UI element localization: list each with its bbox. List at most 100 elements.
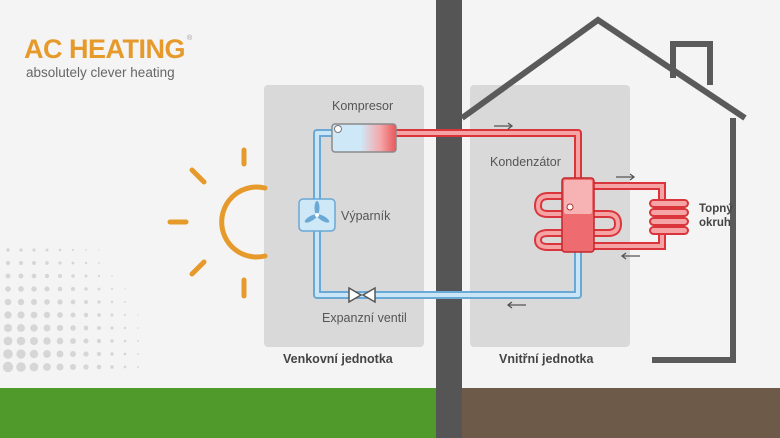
decorative-dot [70, 299, 76, 305]
decorative-dot [18, 273, 24, 279]
decorative-dot [30, 298, 38, 306]
decorative-dot [6, 248, 10, 252]
label-outdoor-unit: Venkovní jednotka [283, 352, 394, 366]
decorative-dot [111, 275, 113, 277]
label-heating-circuit-line2: okruh [699, 217, 731, 229]
decorative-dot [123, 313, 127, 317]
decorative-dot [3, 336, 13, 346]
decorative-dot [57, 299, 63, 305]
sun-icon [167, 147, 268, 299]
decorative-dot [83, 364, 89, 370]
label-condenser: Kondenzátor [490, 155, 561, 169]
decorative-dot [56, 324, 64, 332]
decorative-dot [57, 312, 63, 318]
fan-icon [298, 198, 336, 232]
decorative-dot [83, 351, 89, 357]
decorative-dot [44, 286, 50, 292]
soil-ground [436, 388, 780, 438]
decorative-dot [96, 364, 102, 370]
decorative-dot [71, 274, 75, 278]
house-outline [460, 16, 747, 363]
decorative-dot [110, 365, 114, 369]
decorative-dot [137, 366, 139, 368]
decorative-dot [17, 311, 25, 319]
decorative-dot [110, 339, 114, 343]
decorative-dot [44, 299, 50, 305]
decorative-dot [123, 326, 127, 330]
decorative-dot [17, 324, 25, 332]
decorative-dot [124, 288, 126, 290]
decorative-dot [32, 261, 36, 265]
decorative-dot [43, 324, 51, 332]
brand-logo: AC HEATING absolutely clever heating ® [24, 34, 193, 80]
decorative-dot [123, 339, 127, 343]
decorative-dot [31, 286, 37, 292]
compressor [331, 123, 397, 153]
grass-ground [0, 388, 436, 438]
decorative-dot [85, 249, 87, 251]
decorative-dot [16, 362, 26, 372]
decorative-dot [110, 300, 114, 304]
label-evaporator: Výparník [341, 209, 391, 223]
decorative-dot [17, 298, 25, 306]
decorative-dot [84, 287, 88, 291]
decorative-dot [30, 324, 38, 332]
decorative-dot [70, 286, 76, 292]
decorative-dot [31, 273, 37, 279]
decorative-dot [32, 248, 36, 252]
decorative-dot [43, 363, 51, 371]
decorative-dot [70, 312, 76, 318]
decorative-dot [98, 262, 100, 264]
decorative-dot [110, 326, 114, 330]
arrow-left-icon [506, 301, 526, 309]
registered-mark: ® [187, 34, 193, 42]
condenser-tank [561, 177, 595, 253]
decorative-dot [56, 363, 64, 371]
decorative-dot [29, 336, 39, 346]
decorative-dot [43, 337, 51, 345]
decorative-dot [83, 325, 89, 331]
logo-tagline: absolutely clever heating [26, 65, 175, 80]
decorative-dot [110, 313, 114, 317]
decorative-dot [57, 286, 63, 292]
decorative-dot [16, 349, 26, 359]
arrow-right-icon [494, 122, 514, 130]
decorative-dot [16, 336, 26, 346]
decorative-dot [97, 300, 101, 304]
decorative-dot [98, 249, 100, 251]
decorative-dot [29, 349, 39, 359]
decorative-dot [71, 261, 75, 265]
decorative-dot [70, 338, 76, 344]
decorative-dot [69, 350, 77, 358]
arrow-left-icon [620, 252, 640, 260]
wall [436, 0, 462, 438]
label-expansion-valve: Expanzní ventil [322, 311, 407, 325]
decorative-dot [97, 274, 101, 278]
radiator-icon [649, 199, 689, 235]
condenser-coil [533, 192, 623, 251]
decorative-dot [137, 314, 139, 316]
decorative-dot [110, 352, 114, 356]
refrigerant-hot-pipe [396, 129, 582, 182]
decorative-dot [123, 352, 127, 356]
decorative-dot [123, 365, 127, 369]
decorative-dot [18, 286, 24, 292]
decorative-dot [43, 311, 51, 319]
decorative-dot [5, 273, 11, 279]
decorative-dot [137, 353, 139, 355]
decorative-dot [44, 273, 50, 279]
heating-circuit-pipe [594, 182, 666, 250]
decorative-dot [137, 327, 139, 329]
decorative-dot [19, 248, 23, 252]
flow-arrows [494, 122, 640, 309]
decorative-dot [43, 350, 51, 358]
decorative-dot [83, 338, 89, 344]
decorative-dot [2, 361, 14, 373]
valve-icon [348, 286, 376, 304]
decorative-dot [56, 350, 64, 358]
decorative-dot [137, 340, 139, 342]
decorative-dot [56, 337, 64, 345]
arrow-right-icon [616, 173, 636, 181]
decorative-dot [18, 260, 24, 266]
